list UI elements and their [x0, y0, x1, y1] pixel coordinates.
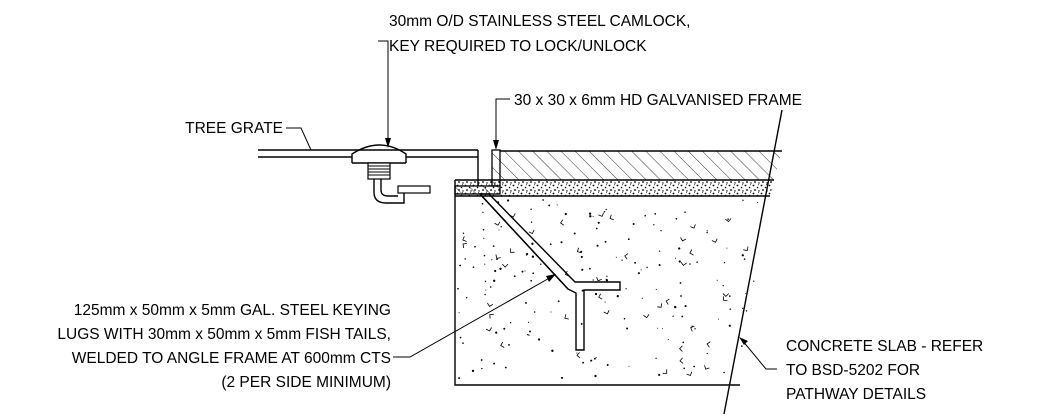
frame-label: 30 x 30 x 6mm HD GALVANISED FRAME: [514, 92, 802, 109]
lugs-label-line1: 125mm x 50mm x 5mm GAL. STEEL KEYING: [74, 302, 391, 319]
concrete-slab: [457, 199, 759, 380]
slab-label-line1: CONCRETE SLAB - REFER: [786, 338, 983, 355]
lugs-label-line3: WELDED TO ANGLE FRAME AT 600mm CTS: [72, 350, 391, 367]
slab-label-line2: TO BSD-5202 FOR: [786, 362, 920, 379]
tree-grate: [258, 149, 479, 158]
bedding-layer: [455, 179, 774, 197]
annotations: 30mm O/D STAINLESS STEEL CAMLOCK, KEY RE…: [57, 13, 983, 403]
camlock: [351, 144, 431, 204]
slab-outline: [454, 109, 783, 415]
lugs-label-line4: (2 PER SIDE MINIMUM): [221, 374, 391, 391]
camlock-label-line1: 30mm O/D STAINLESS STEEL CAMLOCK,: [389, 13, 690, 30]
paving-layer: [500, 150, 782, 180]
leaders: [286, 40, 777, 370]
tree-grate-label: TREE GRATE: [185, 120, 283, 137]
lugs-label-line2: LUGS WITH 30mm x 50mm x 5mm FISH TAILS,: [57, 326, 391, 343]
keying-lug: [478, 193, 621, 351]
camlock-label-line2: KEY REQUIRED TO LOCK/UNLOCK: [389, 38, 647, 55]
slab-label-line3: PATHWAY DETAILS: [786, 386, 926, 403]
